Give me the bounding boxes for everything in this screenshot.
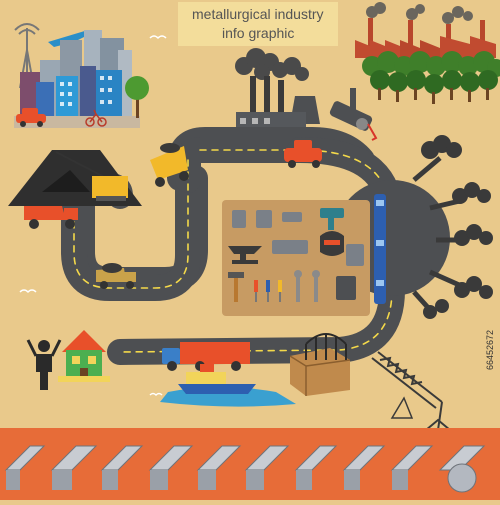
tanker-truck-icon — [284, 140, 322, 168]
person-icon — [26, 339, 62, 390]
title-line-1: metallurgical industry — [192, 6, 324, 22]
dump-truck-icon — [24, 206, 78, 229]
car-icon — [16, 108, 46, 127]
power-plant-icon — [235, 48, 320, 140]
steel-profile-strip — [0, 428, 500, 500]
warehouse-box-icon — [289, 348, 351, 396]
ship-icon — [160, 364, 296, 407]
dump-truck-icon — [150, 143, 189, 187]
factory-icon — [355, 2, 496, 58]
anvil-icon — [228, 246, 262, 264]
hammer-icon — [228, 272, 244, 302]
wrench-icon — [294, 270, 320, 302]
dump-truck-icon — [96, 263, 136, 289]
house-icon — [58, 330, 110, 382]
steel-ladle-icon — [329, 88, 378, 141]
welding-mask-icon — [320, 231, 344, 256]
gate-icon — [305, 333, 347, 360]
drill-icon — [320, 208, 344, 230]
forest-icon — [362, 51, 500, 104]
mine-excavator-icon — [8, 150, 142, 206]
cargo-truck-icon — [162, 342, 250, 371]
city-skyline-icon — [14, 23, 149, 128]
title-line-2: info graphic — [222, 25, 295, 41]
stock-image-id: 66452672 — [485, 329, 495, 370]
crane-icon — [371, 351, 453, 431]
bicycle-icon — [85, 109, 107, 127]
train-icon — [374, 194, 386, 304]
screwdriver-icon — [254, 280, 282, 302]
airplane-icon — [48, 30, 92, 48]
tool-panel — [222, 200, 370, 316]
tree-icon — [125, 76, 149, 118]
title-banner: metallurgical industry info graphic — [178, 2, 338, 46]
steel-profile-icon — [4, 445, 486, 493]
